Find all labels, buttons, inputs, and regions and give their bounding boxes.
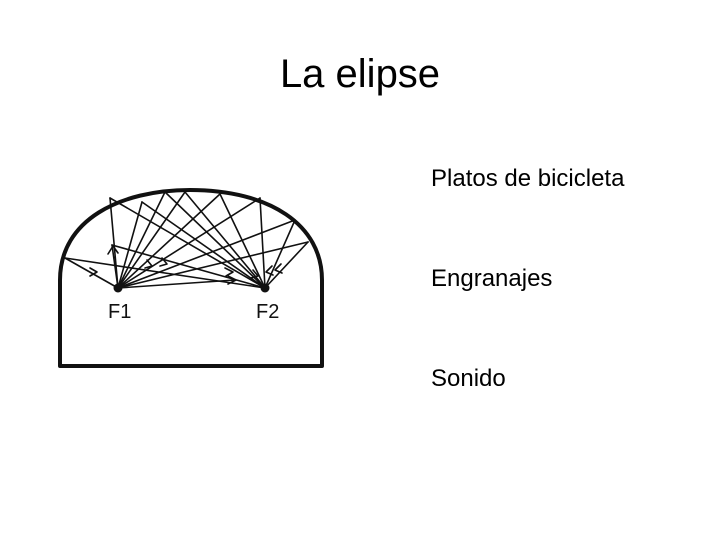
ellipse-reflection-diagram: F1 F2 xyxy=(58,188,324,368)
reflection-rays xyxy=(64,191,309,289)
focus-f2-label: F2 xyxy=(256,301,279,323)
bullet-list: Platos de bicicleta Engranajes Sonido xyxy=(431,162,624,462)
bullet-item-sonido: Sonido xyxy=(431,365,506,392)
ellipse-boundary xyxy=(58,188,324,368)
focus-f1-label: F1 xyxy=(108,301,131,323)
bullet-item-platos: Platos de bicicleta xyxy=(431,165,625,192)
focus-f2-dot xyxy=(260,283,270,293)
slide-title: La elipse xyxy=(279,52,441,96)
focus-f1-dot xyxy=(113,283,123,293)
ray-arrowheads xyxy=(89,245,283,285)
bullet-item-engranajes: Engranajes xyxy=(431,265,553,292)
